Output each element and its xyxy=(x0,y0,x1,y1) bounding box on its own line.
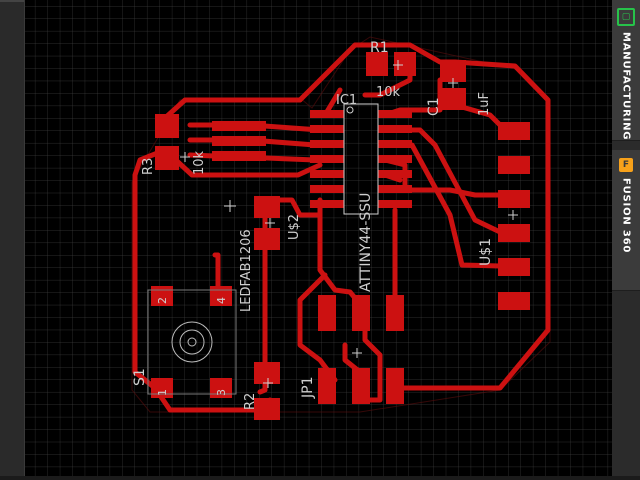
jp1-name: JP1 xyxy=(300,377,316,399)
switch-pin-4: 4 xyxy=(215,297,228,304)
r1-name: R1 xyxy=(370,40,389,56)
c1-pad-2 xyxy=(440,88,466,110)
r2-pad-1 xyxy=(254,362,280,384)
led-value: LEDFAB1206 xyxy=(239,229,254,312)
r1-value: 10k xyxy=(376,85,401,100)
toolbar-divider xyxy=(0,0,24,2)
tab-manufacturing[interactable]: ▢ MANUFACTURING xyxy=(612,0,640,141)
board-canvas[interactable]: R1 10k IC1 ATTINY44-SSU C1 1uF R3 10k LE… xyxy=(0,0,612,476)
tab-fusion-360-label: FUSION 360 xyxy=(620,178,632,254)
r1-pad-1 xyxy=(366,52,388,76)
led-pad-1 xyxy=(254,196,280,218)
switch-pin-3: 3 xyxy=(215,389,228,396)
switch-pin-2: 2 xyxy=(156,297,169,304)
u1-name: U$1 xyxy=(478,238,494,266)
ic1-value: ATTINY44-SSU xyxy=(358,193,374,292)
tab-fusion-360[interactable]: F FUSION 360 xyxy=(612,150,640,291)
r3-pad-2 xyxy=(155,146,179,170)
r2-name: R2 xyxy=(243,393,258,410)
labels: R1 10k IC1 ATTINY44-SSU C1 1uF R3 10k LE… xyxy=(132,40,494,410)
board-svg: R1 10k IC1 ATTINY44-SSU C1 1uF R3 10k LE… xyxy=(0,0,612,476)
ic1-name: IC1 xyxy=(336,93,357,108)
right-side-panel: ▢ MANUFACTURING F FUSION 360 xyxy=(612,0,640,476)
c1-name: C1 xyxy=(426,97,442,116)
u2-name: U$2 xyxy=(287,214,302,240)
r3-value: 10k xyxy=(192,150,207,175)
r1-pad-2 xyxy=(394,52,416,76)
s1-name: S1 xyxy=(132,368,148,386)
manufacturing-icon: ▢ xyxy=(617,8,635,26)
left-toolbar-strip xyxy=(0,0,25,476)
led-pad-2 xyxy=(254,228,280,250)
r3-name: R3 xyxy=(141,158,156,175)
c1-value: 1uF xyxy=(477,92,492,116)
switch-pin-1: 1 xyxy=(156,389,169,396)
r2-pad-2 xyxy=(254,398,280,420)
silkscreen xyxy=(147,60,518,395)
c1-pad-1 xyxy=(440,60,466,82)
fusion-360-icon: F xyxy=(619,158,633,172)
tab-manufacturing-label: MANUFACTURING xyxy=(620,31,632,140)
pads xyxy=(151,52,530,420)
r3-pad-1 xyxy=(155,114,179,138)
